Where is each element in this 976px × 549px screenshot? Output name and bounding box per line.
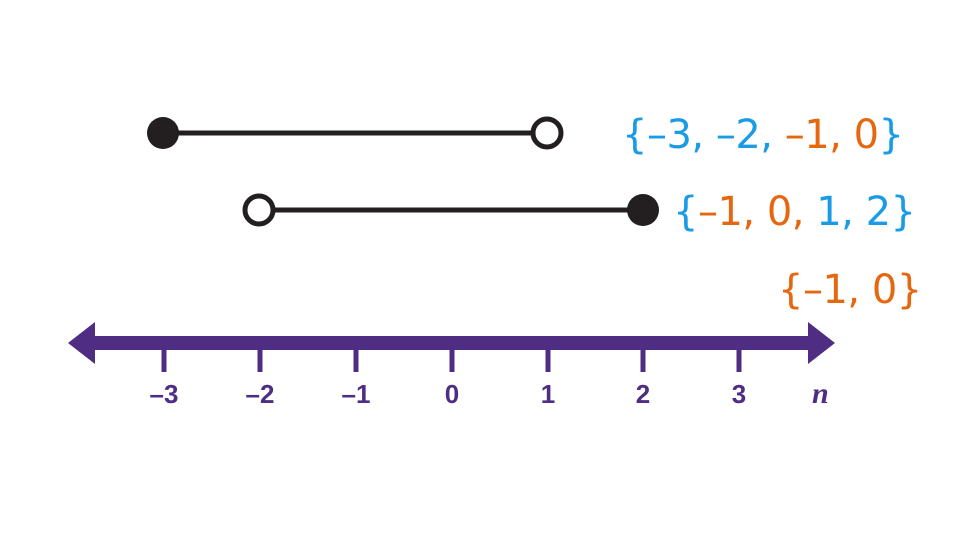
tick-mark xyxy=(545,346,551,372)
set-part: {–1, 0} xyxy=(778,267,922,313)
set-part: –1, 0 xyxy=(784,112,879,158)
tick-mark xyxy=(640,346,646,372)
tick-mark xyxy=(449,346,455,372)
tick-label: –2 xyxy=(246,379,275,409)
tick-mark xyxy=(161,346,167,372)
tick-mark xyxy=(353,346,359,372)
open-endpoint xyxy=(242,193,276,227)
set-part: { xyxy=(673,189,698,235)
set-2: {–1, 0, 1, 2} xyxy=(673,192,916,232)
closed-endpoint xyxy=(147,117,179,149)
tick-label: 1 xyxy=(541,379,555,409)
set-1: {–3, –2, –1, 0} xyxy=(622,115,904,155)
variable-label: n xyxy=(812,377,829,410)
open-endpoint xyxy=(530,116,564,150)
segment-2 xyxy=(242,193,659,227)
closed-endpoint xyxy=(627,194,659,226)
arrow-left-icon xyxy=(68,322,95,364)
tick-label: 2 xyxy=(636,379,650,409)
tick-label: 3 xyxy=(732,379,746,409)
set-intersection: {–1, 0} xyxy=(778,270,922,310)
set-part: 1, 2} xyxy=(816,189,916,235)
tick-label: –3 xyxy=(150,379,179,409)
segment-1 xyxy=(147,116,564,150)
set-part: –1, 0, xyxy=(697,189,817,235)
tick-mark xyxy=(257,346,263,372)
number-line-axis: –3 –2 –1 0 1 2 3 n xyxy=(68,322,835,410)
set-part: {–3, –2, xyxy=(622,112,785,158)
tick-mark xyxy=(736,346,742,372)
tick-label: 0 xyxy=(445,379,459,409)
arrow-right-icon xyxy=(808,322,835,364)
set-part: } xyxy=(878,112,904,158)
tick-label: –1 xyxy=(342,379,371,409)
